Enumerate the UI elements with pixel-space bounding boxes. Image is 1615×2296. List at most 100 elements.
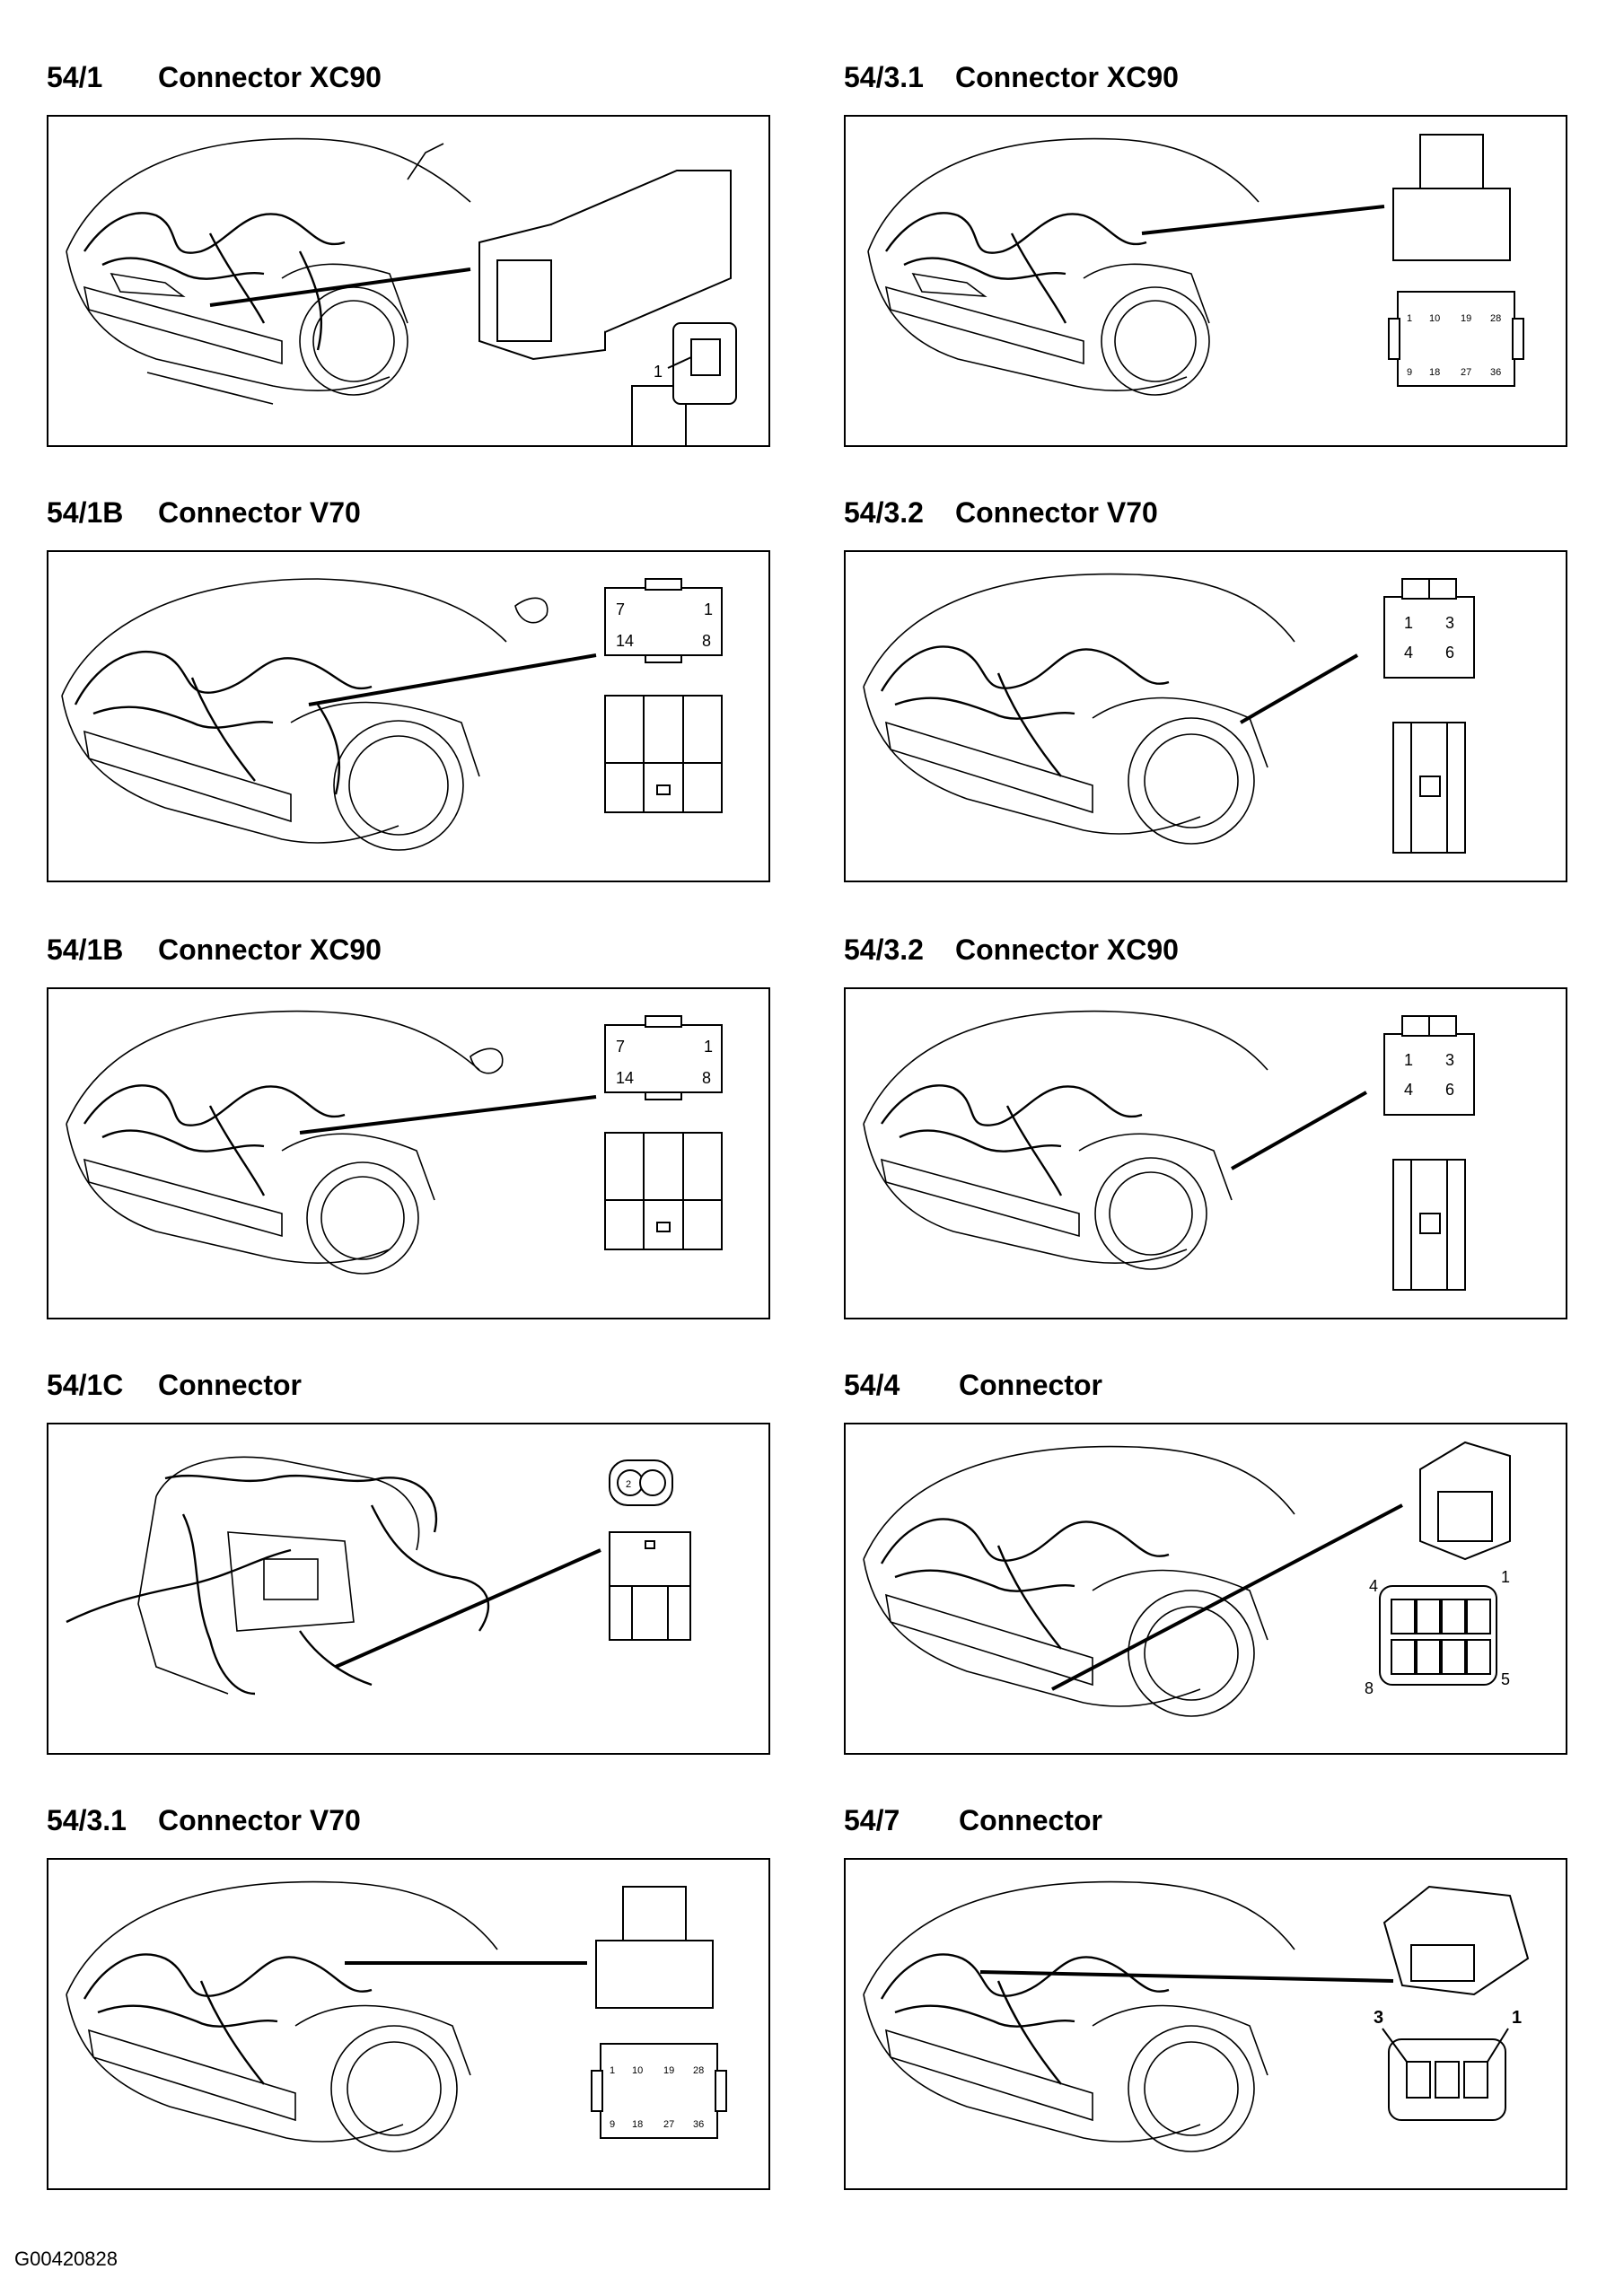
leader-line xyxy=(209,267,471,307)
connector-face xyxy=(1388,291,1524,387)
car-front-illustration xyxy=(863,1880,1295,2152)
pin-label: 10 xyxy=(1429,313,1440,324)
diagram-frame: 7 1 14 8 xyxy=(47,987,770,1319)
panel-54-3-2-xc90: 54/3.2 Connector XC90 xyxy=(844,933,1567,1328)
panel-title: Connector xyxy=(959,1804,1102,1836)
pin-label: 19 xyxy=(663,2065,674,2076)
car-front-illustration xyxy=(61,578,549,851)
leader-line xyxy=(1051,1503,1403,1691)
connector-housing xyxy=(1419,1441,1511,1561)
connector-face xyxy=(604,578,723,663)
panel-title: Connector XC90 xyxy=(158,61,382,93)
connector-housing xyxy=(1382,1885,1530,1996)
pin-label: 14 xyxy=(616,632,634,650)
pin-label: 1 xyxy=(1501,1568,1510,1586)
car-front-illustration xyxy=(863,573,1295,845)
pin-label: 8 xyxy=(702,632,711,650)
pin-label: 6 xyxy=(1445,644,1454,662)
car-front-illustration xyxy=(863,1010,1268,1270)
connector-diagram: 3 1 xyxy=(863,1880,1530,2152)
pin-label: 28 xyxy=(693,2065,704,2076)
pin-label: 28 xyxy=(1490,313,1501,324)
leader-line xyxy=(1141,205,1385,235)
connector-housing xyxy=(1392,1159,1466,1291)
panel-title: Connector xyxy=(959,1369,1102,1401)
connector-diagram: 1 3 4 6 xyxy=(863,1010,1475,1291)
pin-label: 8 xyxy=(702,1069,711,1087)
connector-housing xyxy=(604,1132,723,1250)
panel-54-3-2-v70: 54/3.2 Connector V70 1 xyxy=(844,496,1567,891)
pin-label: 8 xyxy=(1365,1679,1374,1697)
panel-54-7: 54/7 Connector xyxy=(844,1804,1567,2199)
diagram-frame: 1 3 4 6 xyxy=(844,987,1567,1319)
pin-label: 9 xyxy=(1407,367,1412,378)
pin-label: 4 xyxy=(1369,1577,1378,1595)
panel-54-1c: 54/1C Connector 2 xyxy=(47,1369,770,1764)
panel-title: Connector XC90 xyxy=(955,933,1179,966)
wiring-harness xyxy=(880,1953,1170,2085)
car-front-illustration xyxy=(863,1445,1295,1717)
connector-face xyxy=(591,2043,727,2139)
pin-label: 1 xyxy=(1512,2008,1522,2028)
pin-label: 27 xyxy=(663,2119,674,2130)
panel-code: 54/1B xyxy=(47,496,124,529)
connector-face xyxy=(1383,578,1475,679)
diagram-frame: 1 3 4 6 xyxy=(844,550,1567,882)
panel-title: Connector XC90 xyxy=(955,61,1179,93)
panel-code: 54/3.2 xyxy=(844,933,924,966)
car-front-illustration xyxy=(66,137,471,405)
connector-diagram: 1 3 4 6 xyxy=(863,573,1475,854)
panel-title: Connector XC90 xyxy=(158,933,382,966)
panel-54-3-1-xc90: 54/3.1 Connector XC90 xyxy=(844,61,1567,456)
diagram-frame: 2 xyxy=(47,1423,770,1755)
wiring-harness xyxy=(880,1518,1170,1650)
pin-label: 36 xyxy=(1490,367,1501,378)
wiring-harness xyxy=(74,650,373,795)
panel-code: 54/3.2 xyxy=(844,496,924,529)
pin-label: 4 xyxy=(1404,644,1413,662)
panel-title: Connector V70 xyxy=(158,496,361,529)
pin-label: 6 xyxy=(1445,1081,1454,1099)
leader-line xyxy=(979,1970,1394,1983)
pin-label: 10 xyxy=(632,2065,643,2076)
car-front-illustration xyxy=(66,1010,504,1275)
connector-diagram: 2 xyxy=(66,1456,691,1696)
panel-54-1b-v70: 54/1B Connector V70 xyxy=(47,496,770,891)
panel-54-4: 54/4 Connector xyxy=(844,1369,1567,1764)
pin-label: 4 xyxy=(1404,1081,1413,1099)
car-front-illustration xyxy=(867,137,1260,396)
pin-label: 1 xyxy=(704,600,713,618)
wiring-harness xyxy=(881,1084,1143,1196)
engine-bay-illustration xyxy=(137,1456,420,1695)
connector-face xyxy=(1382,2028,1509,2121)
car-front-illustration xyxy=(66,1880,498,2152)
pin-label: 7 xyxy=(616,600,625,618)
wiring-harness xyxy=(880,645,1170,777)
pin-label: 18 xyxy=(632,2119,643,2130)
panel-code: 54/7 xyxy=(844,1804,900,1836)
leader-line xyxy=(1240,653,1358,724)
connector-face xyxy=(1379,1585,1497,1686)
panel-code: 54/1B xyxy=(47,933,124,966)
panel-code: 54/3.1 xyxy=(844,61,924,93)
connector-diagram: 7 1 14 8 xyxy=(66,1010,723,1275)
panel-code: 54/4 xyxy=(844,1369,900,1401)
panel-code: 54/1 xyxy=(47,61,103,93)
panel-54-3-1-v70: 54/3.1 Connector V70 xyxy=(47,1804,770,2199)
leader-line xyxy=(308,653,597,706)
connector-diagram: 1 xyxy=(66,137,737,445)
pin-label: 1 xyxy=(1404,1051,1413,1069)
diagram-frame: 3 1 xyxy=(844,1858,1567,2190)
connector-face xyxy=(609,1459,673,1506)
connector-diagram: 1 10 19 28 9 18 27 36 xyxy=(66,1880,727,2152)
diagram-frame: 1 10 19 28 9 18 27 36 xyxy=(47,1858,770,2190)
pin-label: 3 xyxy=(1445,614,1454,632)
leader-line xyxy=(335,1548,601,1669)
pin-label: 2 xyxy=(626,1479,631,1490)
panel-code: 54/3.1 xyxy=(47,1804,127,1836)
wiring-harness xyxy=(83,212,346,351)
connector-face xyxy=(1383,1015,1475,1116)
connector-diagram: 7 1 14 8 xyxy=(61,578,723,851)
pin-label: 27 xyxy=(1461,367,1471,378)
connector-housing xyxy=(478,170,732,445)
